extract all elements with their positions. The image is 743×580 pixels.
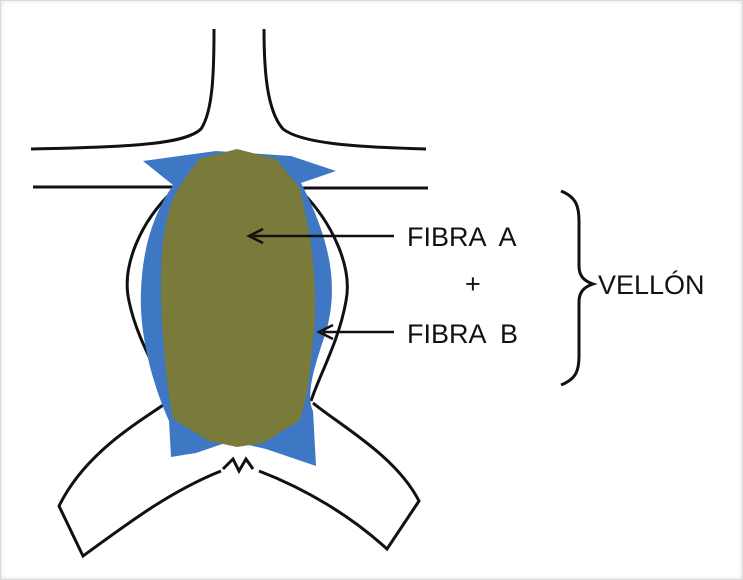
neck-left-line [31,29,214,149]
neck-right-line [264,29,426,149]
fiber-b-label: FIBRA B [407,319,518,349]
plus-sign: + [465,269,481,299]
fiber-a-region [161,149,315,447]
fiber-a-label: FIBRA A [407,222,517,252]
fleece-brace [561,191,593,385]
fleece-label: VELLÓN [598,269,705,300]
tail [223,459,253,471]
